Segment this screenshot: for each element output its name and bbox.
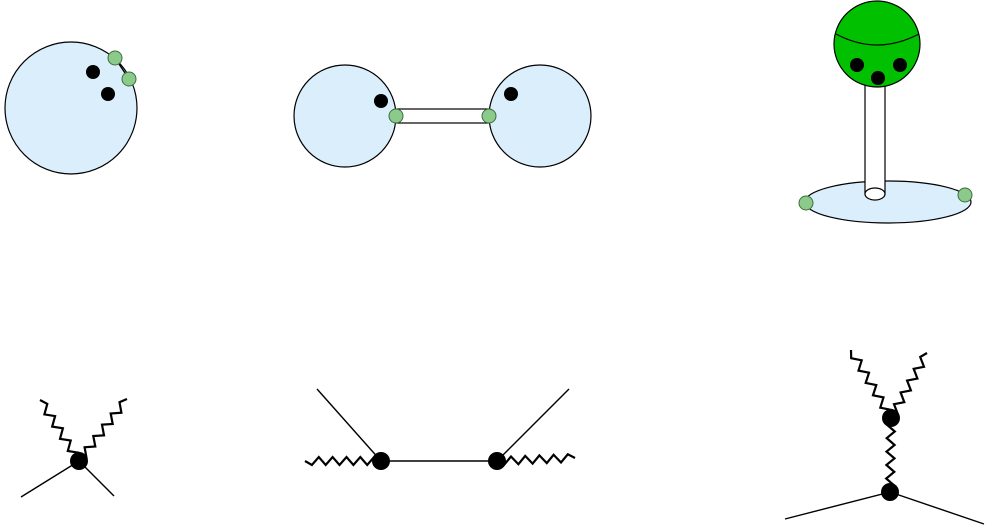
- bulk-insertion-point: [101, 87, 115, 101]
- boundary-insertion-point: [389, 109, 403, 123]
- wavy-leg: [497, 454, 575, 464]
- boundary-insertion-point: [108, 51, 122, 65]
- bulk-insertion-point: [850, 58, 864, 72]
- bulk-insertion-point: [374, 94, 388, 108]
- straight-leg: [497, 389, 569, 461]
- panel-disk-tube-sphere: [799, 1, 972, 223]
- vertex-dot: [881, 483, 899, 501]
- straight-leg: [890, 492, 984, 524]
- wavy-leg: [40, 400, 79, 461]
- vertex-dot: [882, 409, 900, 427]
- tube-opening: [865, 188, 885, 200]
- bulk-insertion-point: [871, 71, 885, 85]
- panel-contact-vertex: [21, 399, 127, 497]
- straight-leg: [317, 389, 381, 461]
- wavy-leg: [79, 399, 127, 461]
- worldsheet-disk-right: [489, 65, 591, 167]
- straight-leg: [21, 461, 79, 497]
- vertex-dot: [70, 452, 88, 470]
- closed-string-tube: [865, 80, 885, 194]
- bulk-insertion-point: [893, 58, 907, 72]
- bulk-insertion-point: [504, 87, 518, 101]
- straight-leg: [785, 492, 890, 519]
- wavy-propagator: [886, 418, 895, 492]
- wavy-leg: [851, 350, 891, 418]
- boundary-insertion-point: [482, 109, 496, 123]
- panel-exchange: [305, 389, 575, 470]
- wavy-leg: [891, 353, 927, 418]
- worldsheet-disk-left: [294, 65, 396, 167]
- panel-two-disks-strip: [294, 65, 591, 167]
- open-string-strip: [396, 109, 489, 123]
- panel-disk-two-boundary: [5, 42, 137, 174]
- bulk-insertion-point: [86, 65, 100, 79]
- boundary-insertion-point: [799, 196, 813, 210]
- wavy-leg: [305, 457, 381, 465]
- worldsheet-disk-flat: [805, 181, 971, 223]
- vertex-dot: [372, 452, 390, 470]
- boundary-insertion-point: [958, 188, 972, 202]
- boundary-insertion-point: [122, 72, 136, 86]
- vertex-dot: [488, 452, 506, 470]
- panel-t-channel: [785, 350, 984, 524]
